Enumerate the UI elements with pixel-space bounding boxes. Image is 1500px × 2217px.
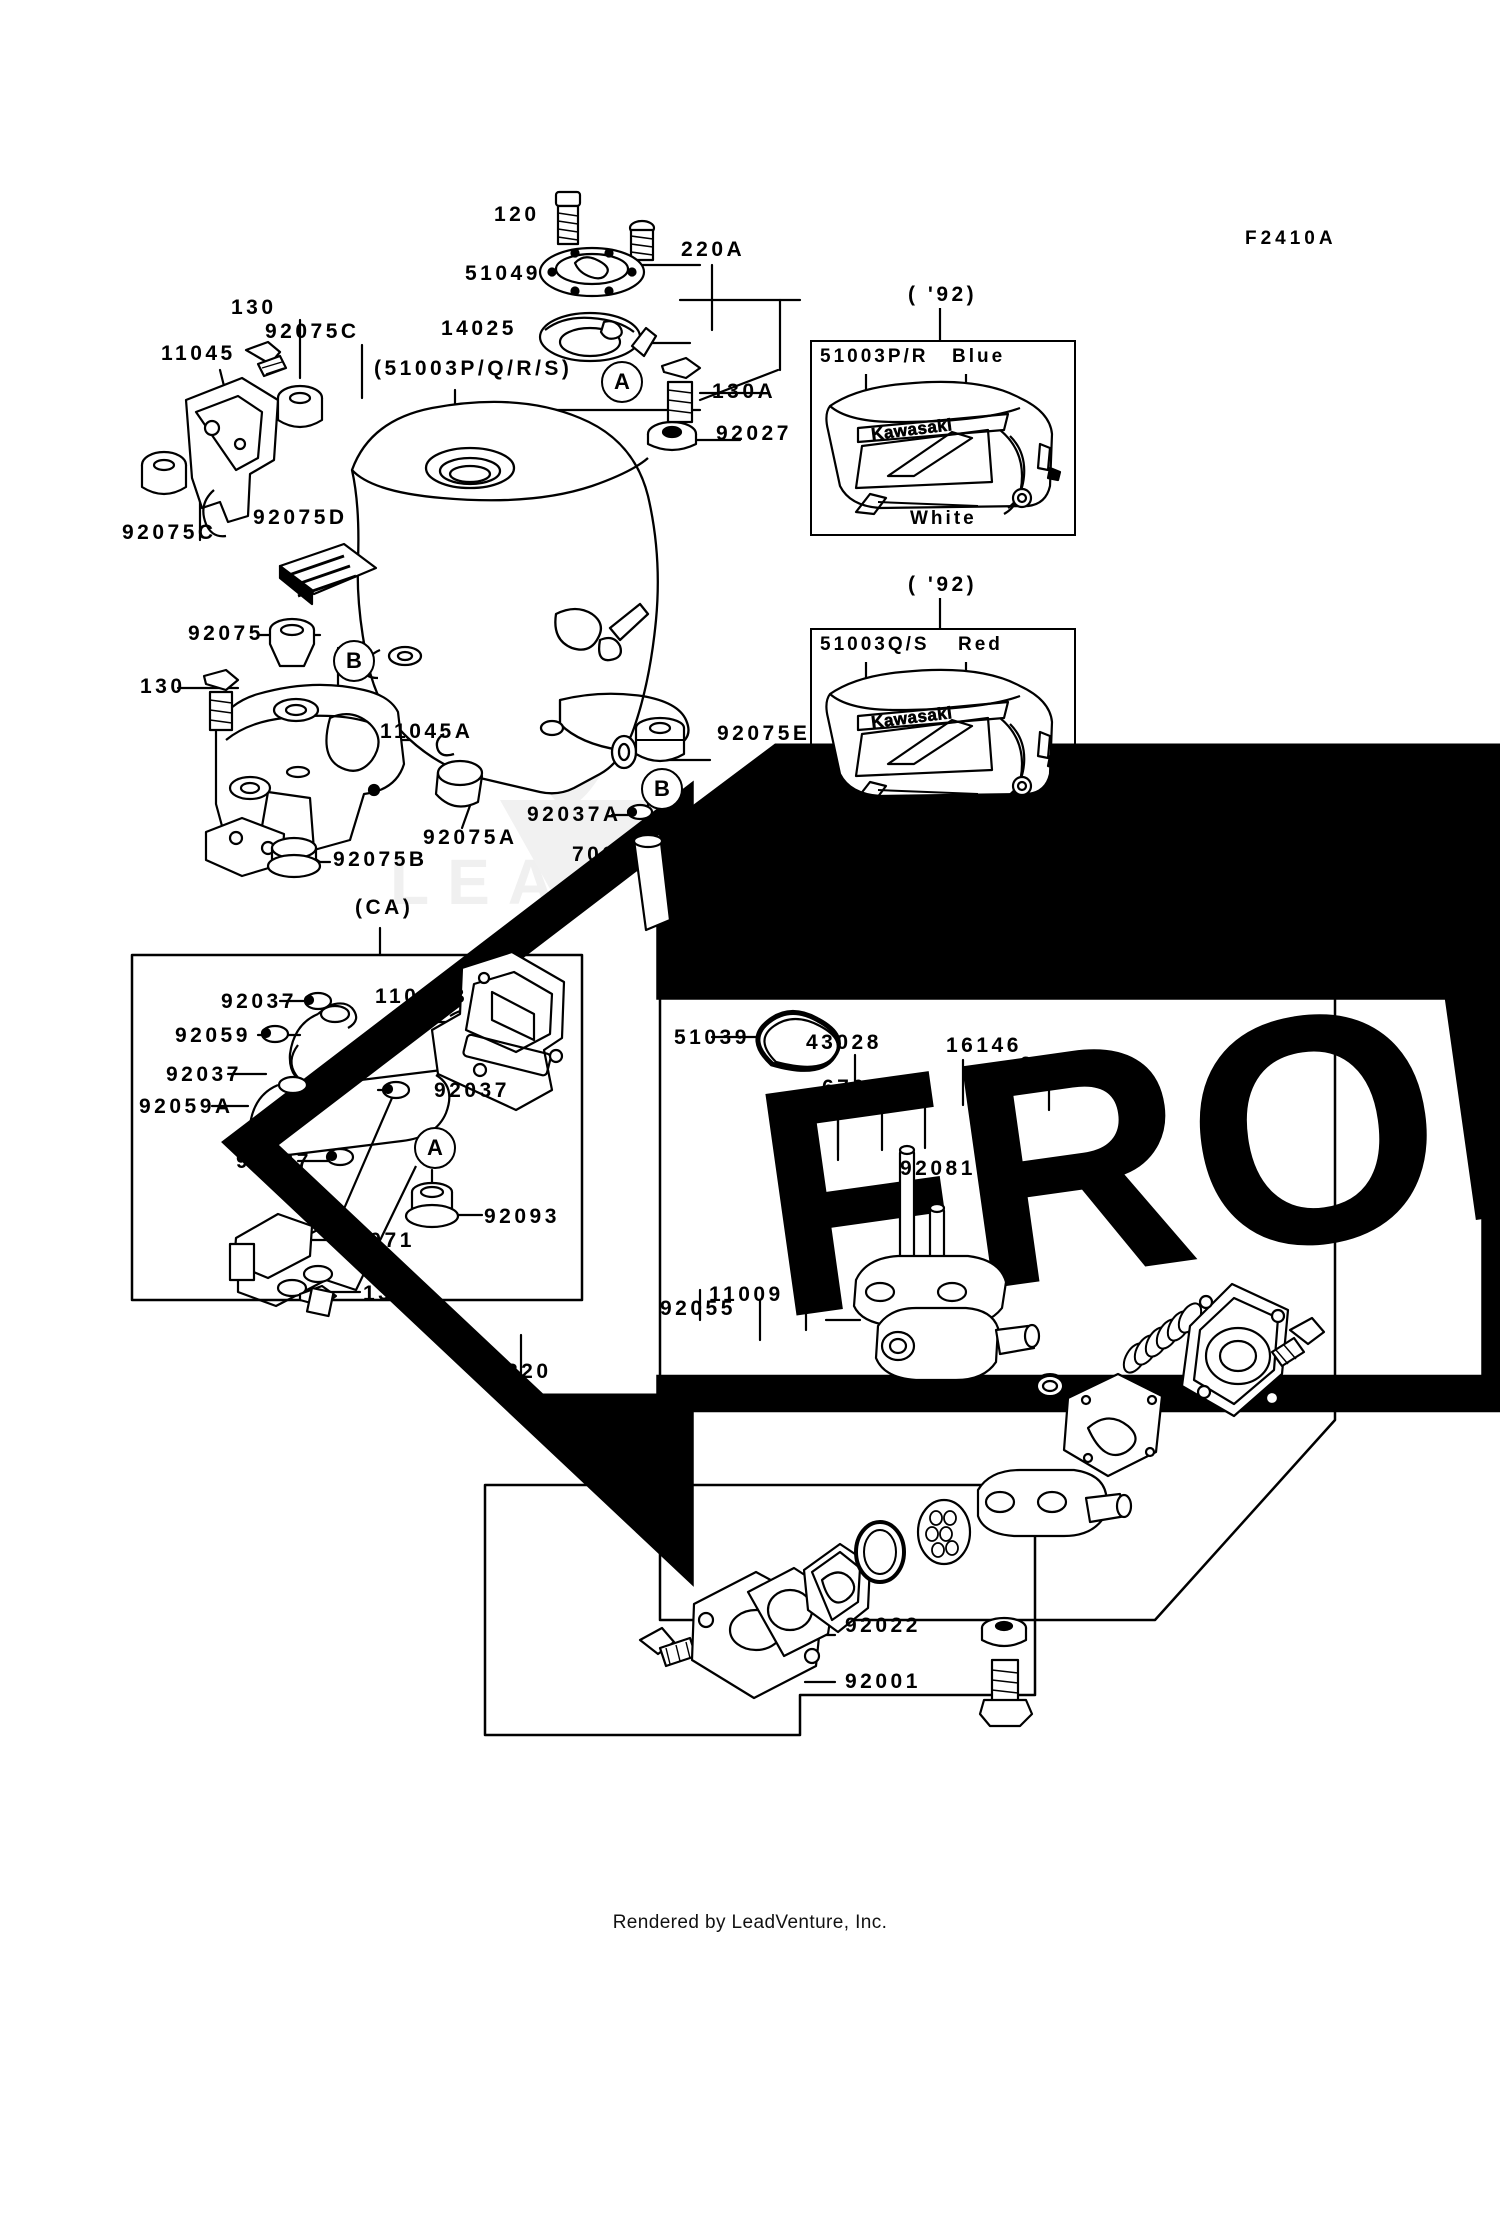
reference-bubble-A-top: A bbox=[601, 361, 643, 403]
variant-1-color-top: Blue bbox=[952, 346, 1006, 367]
callout-16146: 16146 bbox=[946, 1034, 1022, 1057]
callout-130-bottom: 130 bbox=[363, 1282, 409, 1305]
callout-220: 220 bbox=[506, 1360, 552, 1383]
variant-1-color-bottom: White bbox=[910, 508, 977, 529]
callout-702: 702 bbox=[572, 843, 618, 866]
callout-51049: 51049 bbox=[465, 262, 541, 285]
callout-43028: 43028 bbox=[806, 1031, 882, 1054]
ca-group-label: (CA) bbox=[355, 896, 414, 919]
callout-130A: 130A bbox=[712, 380, 777, 403]
callout-51023: 51023 bbox=[833, 933, 909, 956]
variant-2-box bbox=[810, 628, 1076, 824]
callout-51039: 51039 bbox=[674, 1026, 750, 1049]
callout-220A: 220A bbox=[681, 238, 746, 261]
callout-130-top: 130 bbox=[231, 296, 277, 319]
callout-11045A: 11045A bbox=[380, 720, 474, 743]
callout-92075D: 92075D bbox=[253, 506, 348, 529]
variant-1-part: 51003P/R bbox=[820, 346, 929, 367]
callout-92027: 92027 bbox=[716, 422, 792, 445]
callout-130-mid: 130 bbox=[140, 675, 186, 698]
callout-92059A: 92059A bbox=[139, 1095, 234, 1118]
callout-92037-1: 92037 bbox=[221, 990, 297, 1013]
callout-221: 221 bbox=[1020, 1053, 1066, 1076]
reference-bubble-A-ca: A bbox=[414, 1127, 456, 1169]
callout-92075E: 92075E bbox=[717, 722, 811, 745]
callout-92059: 92059 bbox=[175, 1024, 251, 1047]
reference-bubble-B-2: B bbox=[641, 768, 683, 810]
parts-diagram-sheet: LEADVENTURE F2410A FRONT FRONT bbox=[122, 190, 1500, 1933]
callout-92075: 92075 bbox=[188, 622, 264, 645]
callout-11009: 11009 bbox=[709, 1283, 784, 1306]
callout-92075A: 92075A bbox=[423, 826, 518, 849]
diagram-code: F2410A bbox=[1245, 228, 1337, 249]
callout-92093: 92093 bbox=[484, 1205, 560, 1228]
callout-92037A: 92037A bbox=[527, 803, 622, 826]
callout-92075B: 92075B bbox=[333, 848, 428, 871]
variant-2-color-top: Red bbox=[958, 634, 1003, 655]
variant-1-box bbox=[810, 340, 1076, 536]
callout-92075C-top: 92075C bbox=[265, 320, 360, 343]
callout-92001: 92001 bbox=[845, 1670, 921, 1693]
variant-1-year: ( '92) bbox=[908, 283, 978, 306]
callout-92075C-left: 92075C bbox=[122, 521, 217, 544]
callout-92037-4: 92037 bbox=[236, 1150, 312, 1173]
variant-2-year: ( '92) bbox=[908, 573, 978, 596]
callout-670: 670 bbox=[822, 1076, 868, 1099]
callout-11045B: 11045B bbox=[375, 985, 469, 1008]
tank-group-label: (51003P/Q/R/S) bbox=[374, 357, 573, 380]
callout-59071: 59071 bbox=[339, 1229, 415, 1252]
variant-2-part: 51003Q/S bbox=[820, 634, 930, 655]
callout-14025: 14025 bbox=[441, 317, 517, 340]
callout-92081: 92081 bbox=[900, 1157, 976, 1180]
reference-bubble-B-1: B bbox=[333, 640, 375, 682]
variant-2-color-bottom: White bbox=[910, 796, 977, 817]
footer-credit: Rendered by LeadVenture, Inc. bbox=[612, 1912, 888, 1933]
callout-11045: 11045 bbox=[161, 342, 236, 365]
callout-92037-2: 92037 bbox=[166, 1063, 242, 1086]
callout-92022: 92022 bbox=[845, 1614, 921, 1637]
callout-92055: 92055 bbox=[660, 1297, 736, 1320]
callout-120: 120 bbox=[494, 203, 540, 226]
callout-92037-3: 92037 bbox=[434, 1079, 510, 1102]
